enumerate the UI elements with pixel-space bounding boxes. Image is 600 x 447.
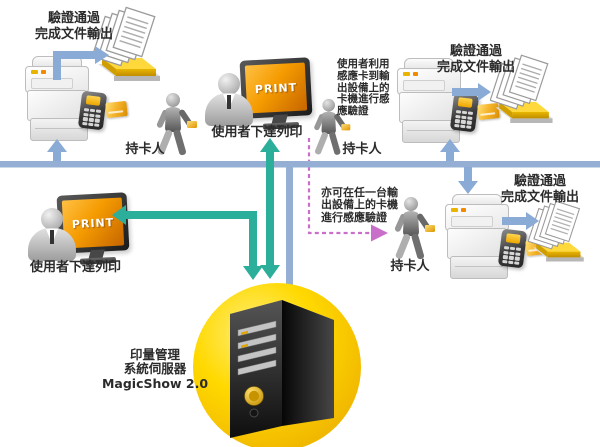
printer-output-slot [451,216,493,227]
printer-bottom-right [444,194,548,286]
server-branch-line [286,165,293,295]
teal-l-arrow-shaft [126,211,257,266]
note-tap-card: 使用者利用 感應卡到輸 出設備上的 卡機進行感 應驗證 [337,58,399,118]
printer-body [399,92,459,123]
user-workstation-left: PRINT [28,192,140,272]
printer-led2-icon [413,72,418,76]
verify-line2: 完成文件輸出 [436,59,515,75]
office-user-avatar [28,208,76,262]
note-line: 出設備上的 [337,81,390,94]
note-line: 應驗證 [337,105,369,117]
office-user-avatar [205,73,253,127]
verify-label-top-right: 驗證通過 完成文件輸出 [428,44,524,76]
teal-arrow-up-head [260,138,280,152]
printer-led2-icon [461,208,466,212]
teal-arrows [112,138,280,280]
mfp-printer-icon [444,194,510,279]
teal-arrow-down-head-2 [243,266,263,280]
verify-line1: 驗證通過 [47,11,100,26]
printer-top-right [396,58,500,150]
avatar-head [41,208,63,230]
arrow-br-to-docs-shaft [502,217,526,225]
arrow-tr-to-docs-shaft [452,88,478,96]
note-line: 卡機進行感 [337,93,390,106]
mfp-printer-icon [24,56,90,141]
note-line: 感應卡到輸 [337,69,390,82]
dashed-magenta-path [307,138,388,242]
verify-label-bottom-right: 驗證通過 完成文件輸出 [496,174,584,206]
user-workstation-top: PRINT [205,57,317,137]
note-line: 進行感應驗證 [321,210,387,224]
printer-panel [445,204,509,231]
cardholder-label-3: 持卡人 [390,259,430,274]
teal-arrow-left-head [112,205,126,225]
printer-led-icon [451,208,458,212]
verify-line2: 完成文件輸出 [34,26,113,42]
verify-line2: 完成文件輸出 [500,189,579,205]
verify-line1: 驗證通過 [513,174,566,189]
printer-output-slot [31,78,73,89]
printer-body [27,90,87,121]
user-print-label-top: 使用者下達列印 [211,125,303,140]
arrow-up-to-printer-tl [47,139,67,161]
printer-tray [450,256,508,279]
cardholder-label-1: 持卡人 [125,142,165,157]
note-any-device: 亦可在任一台輸 出設備上的卡機 進行感應驗證 [321,186,411,224]
cardholder-label-2: 持卡人 [342,142,382,157]
printer-panel [397,68,461,95]
arrow-bent-tl-head [95,46,109,64]
arrow-bent-tl-to-docs [53,51,95,80]
avatar-tie [50,230,54,244]
printer-tray [402,120,460,143]
server-line1: 印量管理 [129,347,180,362]
server-line2: 系統伺服器 [123,361,187,377]
printer-output-slot [403,80,445,91]
user-print-label-left: 使用者下達列印 [29,260,121,275]
note-line: 亦可在任一台輸 [321,186,398,199]
verify-line1: 驗證通過 [449,44,502,59]
printer-tray [30,118,88,141]
note-line: 出設備上的卡機 [321,198,398,212]
server-line3: MagicShow 2.0 [101,375,209,391]
arrow-down-to-printer-br-head [458,181,478,194]
mfp-printer-icon [396,58,462,143]
printer-led2-icon [41,70,46,74]
printer-top-left [24,56,128,148]
arrow-br-to-docs-head [526,212,539,230]
network-backbone [0,161,600,295]
printer-led-icon [403,72,410,76]
blue-arrows [47,46,539,230]
avatar-head [218,73,240,95]
arrow-tr-to-docs-head [478,83,491,101]
teal-double-arrow-shaft [266,151,274,267]
arrow-up-to-printer-tr [440,139,460,161]
verify-label-top-left: 驗證通過 完成文件輸出 [18,11,130,43]
magenta-arrowhead [371,224,388,242]
server-tower-icon [230,300,334,438]
note-line: 使用者利用 [337,58,390,70]
avatar-tie [227,95,231,109]
server-label: 印量管理 系統伺服器 MagicShow 2.0 [100,347,210,391]
arrow-down-to-printer-br-shaft [464,167,472,181]
teal-arrow-down-head [260,265,280,279]
printer-led-icon [31,70,38,74]
